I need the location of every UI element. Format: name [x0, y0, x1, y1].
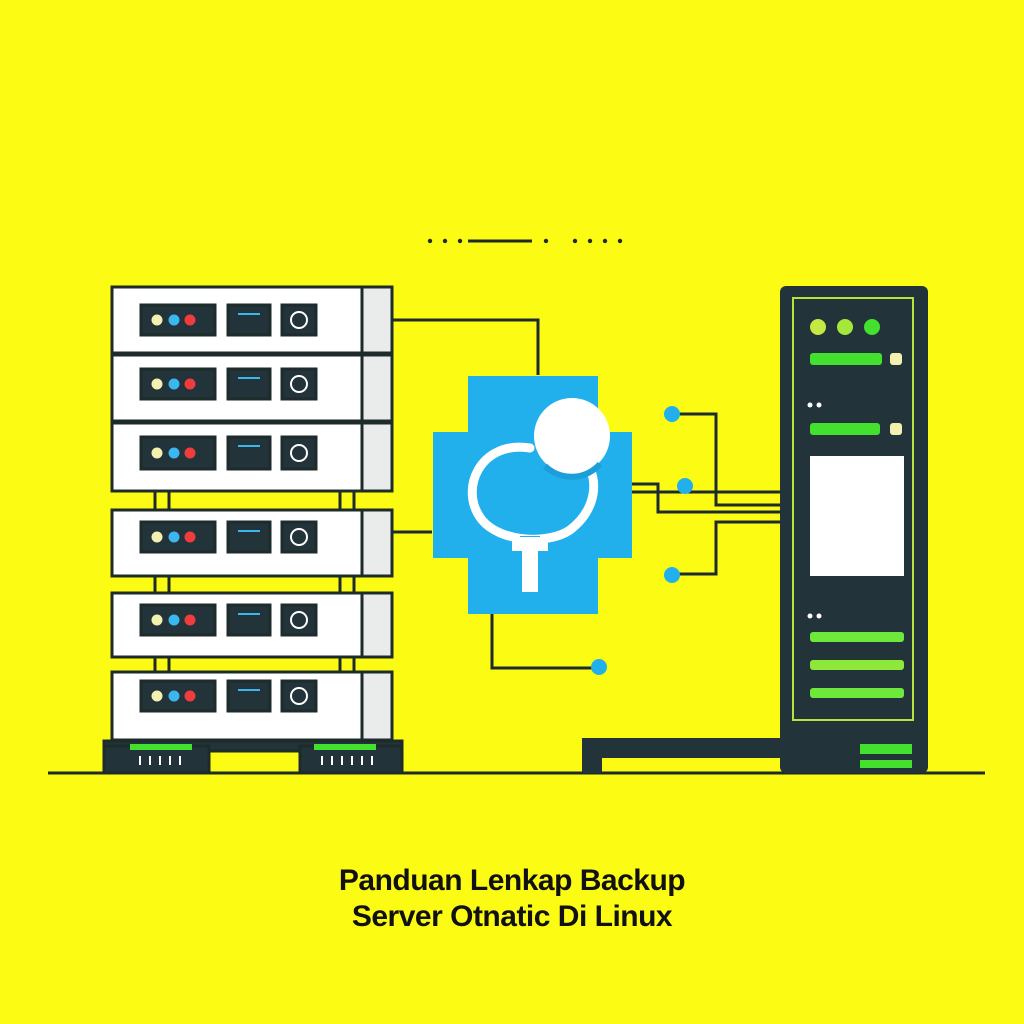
server-rack-icon	[102, 285, 404, 775]
connector-endpoints	[591, 406, 693, 675]
caption-title-line-1: Panduan Lenkap Backup	[338, 864, 686, 897]
server-unit	[110, 421, 394, 493]
server-unit	[110, 591, 394, 659]
server-unit	[110, 670, 394, 742]
top-dots-decoration	[427, 238, 623, 244]
server-tower-icon	[582, 286, 928, 773]
connector-cables	[392, 318, 780, 670]
server-unit	[110, 508, 394, 578]
server-unit	[110, 353, 394, 423]
caption-title-line-2: Server Otnatic Di Linux	[351, 900, 673, 933]
backup-search-icon	[433, 376, 632, 614]
server-unit	[110, 285, 394, 355]
rack-foot	[298, 744, 404, 775]
rack-foot	[102, 744, 211, 775]
